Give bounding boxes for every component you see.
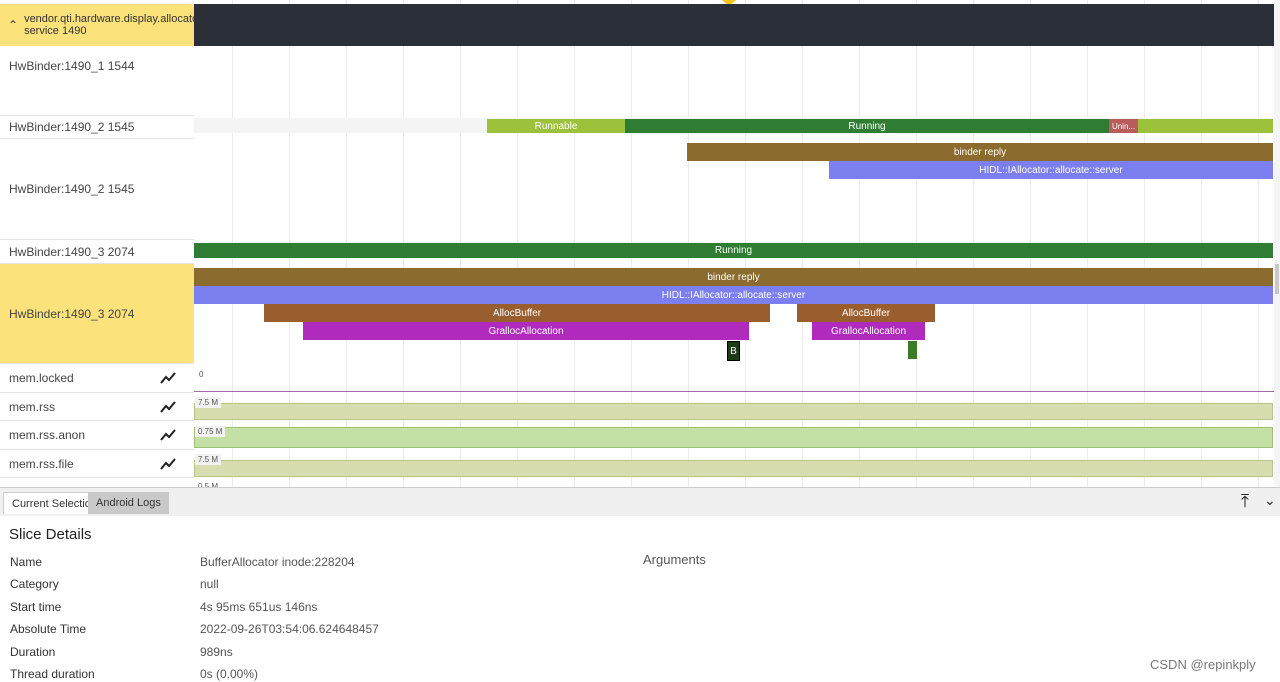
counter-zero-line xyxy=(194,391,1274,392)
track-label-hwbinder-2-slices[interactable]: HwBinder:1490_2 1545 xyxy=(0,139,194,240)
process-summary-bar[interactable] xyxy=(194,4,1274,46)
slice-gralloc-1[interactable]: GrallocAllocation xyxy=(303,322,749,340)
counter-label-mem-locked[interactable]: mem.locked xyxy=(0,364,194,393)
line-chart-icon[interactable] xyxy=(160,371,176,385)
counter-value-mem-locked: 0 xyxy=(199,370,204,379)
time-cursor-marker[interactable] xyxy=(722,0,736,6)
scrollbar-thumb[interactable] xyxy=(1275,264,1279,294)
counter-value-mem-rss-file: 7.5 M xyxy=(195,454,222,465)
slice-hidl-allocate[interactable]: HIDL::IAllocator::allocate::server xyxy=(829,161,1273,179)
detail-value-name: BufferAllocator inode:228204 xyxy=(200,555,355,569)
counter-value-partial: 0.5 M xyxy=(198,482,219,488)
counter-area-mem-rss[interactable] xyxy=(194,403,1273,420)
detail-key-category: Category xyxy=(10,577,59,591)
state-running[interactable]: Running xyxy=(625,119,1109,133)
state-uninterruptible[interactable]: Unin... xyxy=(1109,119,1138,133)
slice-alloc-buffer-2[interactable]: AllocBuffer xyxy=(797,304,935,322)
detail-key-absolute-time: Absolute Time xyxy=(10,622,87,636)
counter-area-mem-rss-file[interactable] xyxy=(194,460,1273,477)
detail-value-duration: 989ns xyxy=(200,645,233,659)
counter-value-mem-rss-anon: 0.75 M xyxy=(195,426,226,437)
line-chart-icon[interactable] xyxy=(160,400,176,414)
tab-bar xyxy=(0,488,1280,516)
chevron-down-icon[interactable]: ⌄ xyxy=(1264,492,1276,508)
process-name: vendor.qti.hardware.display.allocator-se… xyxy=(24,13,206,37)
detail-key-name: Name xyxy=(10,555,43,569)
details-title: Slice Details xyxy=(9,526,92,543)
slice-gralloc-2[interactable]: GrallocAllocation xyxy=(812,322,925,340)
arguments-title: Arguments xyxy=(643,552,706,567)
chevron-up-icon[interactable]: ⌃ xyxy=(8,18,19,32)
slice-hidl-allocate-2[interactable]: HIDL::IAllocator::allocate::server xyxy=(194,286,1273,304)
state-runnable[interactable]: Runnable xyxy=(487,119,625,133)
detail-value-thread-duration: 0s (0.00%) xyxy=(200,667,259,681)
slice-selected-b[interactable]: B xyxy=(727,341,740,361)
tab-android-logs[interactable]: Android Logs xyxy=(88,492,169,514)
state-running-2[interactable]: Running xyxy=(194,243,1273,258)
maximize-panel-icon[interactable]: ⤒ xyxy=(1241,491,1249,511)
process-header[interactable]: ⌃ vendor.qti.hardware.display.allocator-… xyxy=(0,4,206,46)
state-runnable-2[interactable] xyxy=(1138,119,1273,133)
detail-value-start-time[interactable]: 4s 95ms 651us 146ns xyxy=(200,600,318,614)
line-chart-icon[interactable] xyxy=(160,457,176,471)
track-label-hwbinder-2-state[interactable]: HwBinder:1490_2 1545 xyxy=(0,116,194,139)
slice-binder-reply[interactable]: binder reply xyxy=(687,143,1273,161)
track-label-hwbinder-3-slices[interactable]: HwBinder:1490_3 2074 xyxy=(0,264,194,364)
detail-key-duration: Duration xyxy=(10,645,56,659)
counter-area-mem-rss-anon[interactable] xyxy=(194,427,1273,448)
tab-current-selection[interactable]: Current Selection xyxy=(3,492,106,514)
watermark: CSDN @repinkply xyxy=(1150,657,1256,672)
track-label-hwbinder-1[interactable]: HwBinder:1490_1 1544 xyxy=(0,46,194,116)
detail-key-thread-duration: Thread duration xyxy=(10,667,95,681)
detail-value-absolute-time: 2022-09-26T03:54:06.624648457 xyxy=(200,622,379,636)
counter-label-mem-rss-anon[interactable]: mem.rss.anon xyxy=(0,421,194,450)
detail-value-category: null xyxy=(200,577,219,591)
counter-value-mem-rss: 7.5 M xyxy=(195,397,222,408)
details-panel xyxy=(0,487,1280,682)
timeline-scrollbar[interactable] xyxy=(1274,0,1280,487)
slice-small-green[interactable] xyxy=(908,341,917,359)
counter-label-mem-rss[interactable]: mem.rss xyxy=(0,393,194,421)
track-label-hwbinder-3-state[interactable]: HwBinder:1490_3 2074 xyxy=(0,240,194,264)
slice-alloc-buffer-1[interactable]: AllocBuffer xyxy=(264,304,770,322)
line-chart-icon[interactable] xyxy=(160,428,176,442)
counter-label-mem-rss-file[interactable]: mem.rss.file xyxy=(0,450,194,478)
slice-binder-reply-2[interactable]: binder reply xyxy=(194,268,1273,286)
detail-key-start-time: Start time xyxy=(10,600,62,614)
